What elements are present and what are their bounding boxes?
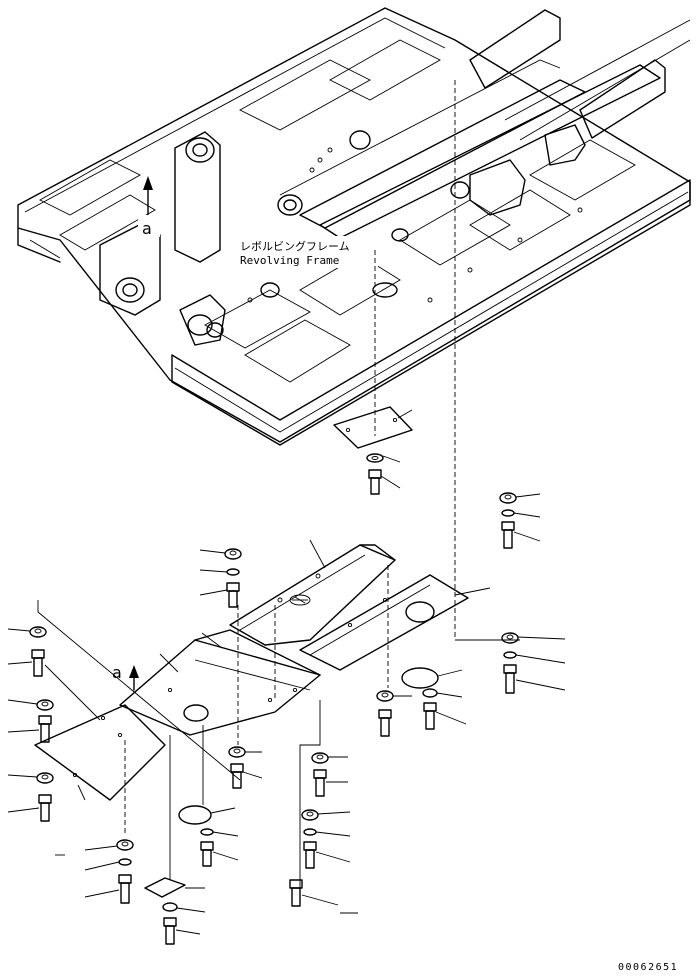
center-bolt-a [228,746,263,789]
view-mark-upper: a [138,176,160,238]
upper-center-cover [229,539,396,646]
left-side-plate [34,600,241,835]
revolving-frame [17,7,691,446]
bottom-bracket [144,735,206,945]
upper-left-bolt-stack [199,548,242,608]
right-plug [401,667,463,689]
left-fastener-stack [7,626,54,822]
mid-right-stack [289,700,358,914]
grille-icon [289,594,311,606]
view-mark-lower: a [112,663,139,691]
right-bolt-b [422,688,467,730]
right-bolt-a [376,690,412,737]
right-fastener-stack-2 [501,632,566,694]
part-id: 00062651 [618,962,678,973]
view-mark-upper-label: a [142,219,152,238]
center-plug [178,725,236,825]
frame-label-jp: レボルビングフレーム [240,239,350,253]
lower-left-stack [55,839,134,904]
main-lower-cover [119,605,321,745]
frame-label: レボルビングフレーム Revolving Frame [236,236,378,268]
washer-small-cover [366,453,401,463]
small-cover-plate [333,250,413,449]
right-center-cover [299,565,491,688]
right-fastener-stack-1 [499,492,541,549]
center-bolt-b [200,828,239,867]
view-mark-lower-label: a [112,663,122,682]
frame-label-en: Revolving Frame [240,254,339,267]
bolt-small-cover [368,469,401,495]
